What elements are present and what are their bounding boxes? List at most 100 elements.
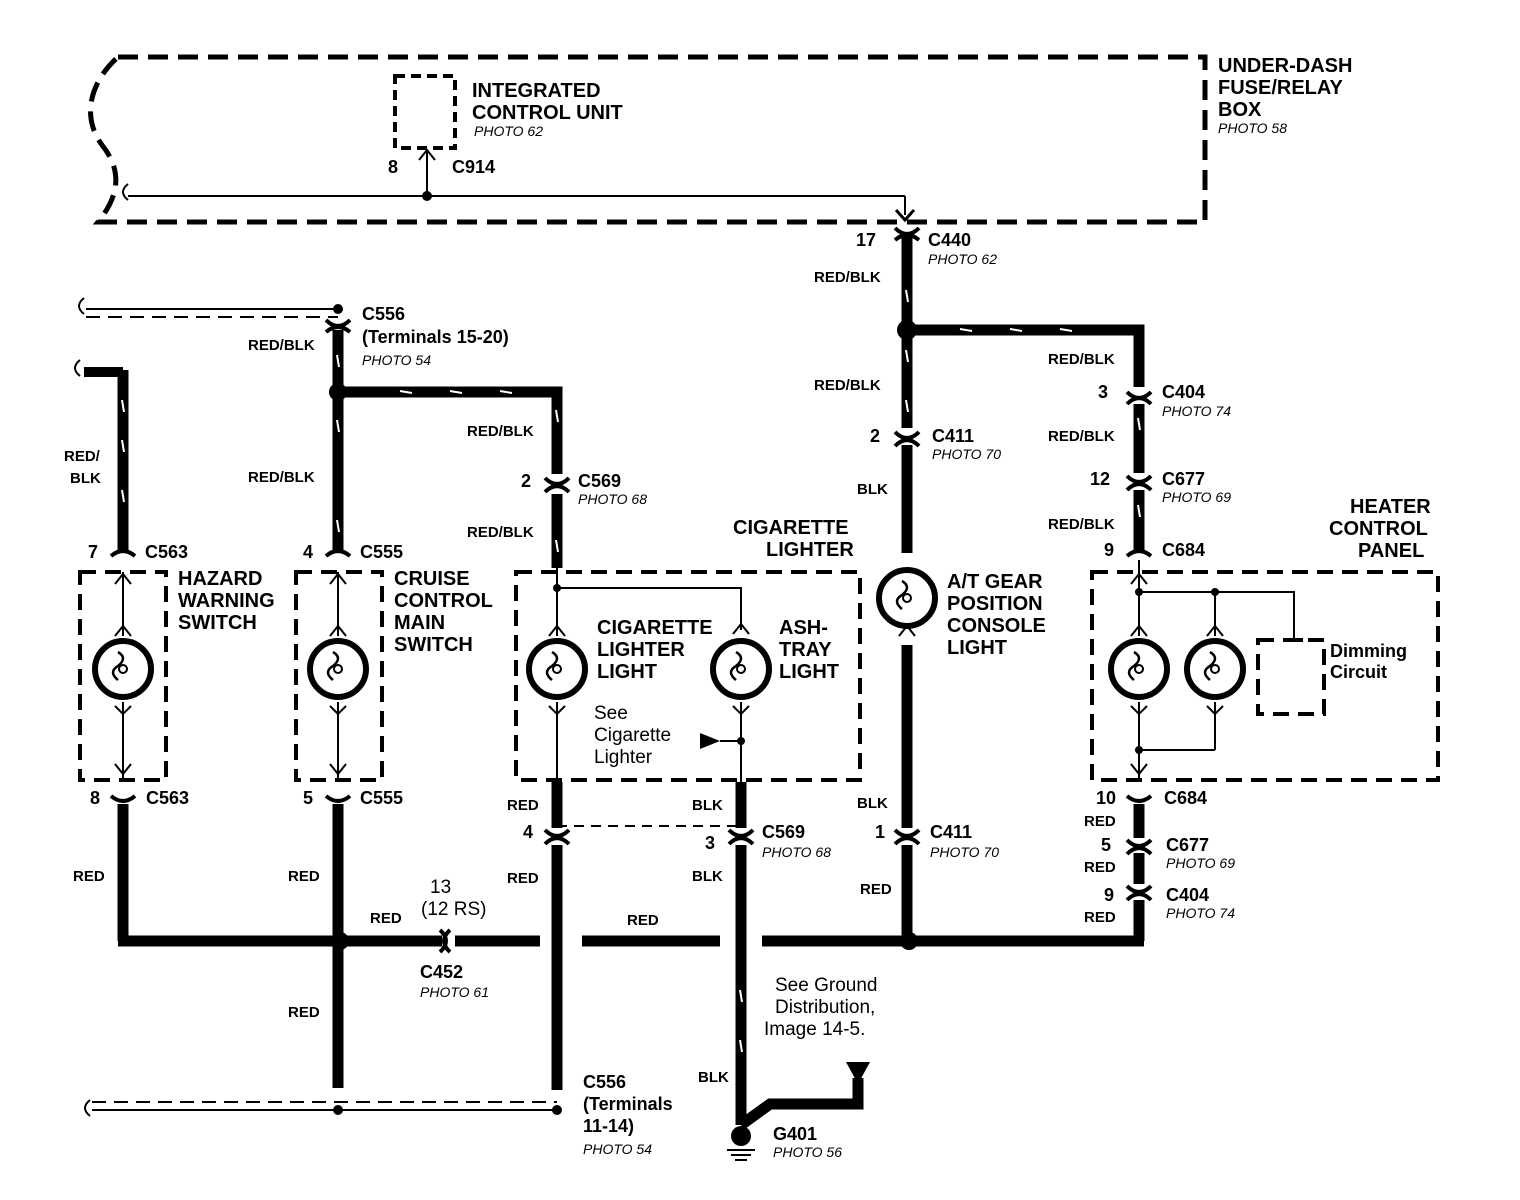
icu-photo: PHOTO 62 (474, 123, 543, 139)
wire-color-label: BLK (692, 797, 723, 814)
cig-light-label-1: CIGARETTE (597, 617, 713, 639)
see-cig-3: Lighter (594, 747, 653, 768)
dimming-label-1: Dimming (1330, 641, 1407, 661)
c440-photo: PHOTO 62 (928, 251, 997, 267)
wire-tracers (121, 289, 1141, 1053)
internal-splices (553, 584, 1219, 754)
c563-bot-pin: 8 (90, 788, 100, 808)
dimming-label-2: Circuit (1330, 662, 1387, 682)
wire-color-label: RED (1084, 859, 1116, 876)
fuse-box-photo: PHOTO 58 (1218, 120, 1287, 136)
hazard-label-2: WARNING (178, 590, 275, 612)
c677-bot-name: C677 (1166, 835, 1209, 855)
wire-color-label: RED/BLK (814, 269, 881, 286)
c452-photo: PHOTO 61 (420, 984, 489, 1000)
c677-bot-photo: PHOTO 69 (1166, 855, 1235, 871)
c684-bot-pin: 10 (1096, 788, 1116, 808)
ash-label-2: TRAY (779, 639, 832, 661)
c404-top-name: C404 (1162, 382, 1205, 402)
c411-bot-photo: PHOTO 70 (930, 844, 999, 860)
c556-bot-name: C556 (583, 1072, 626, 1092)
c452-name: C452 (420, 962, 463, 982)
cig-light-label-3: LIGHT (597, 661, 657, 683)
see-cig-1: See (594, 703, 628, 724)
cruise-bulb-icon (307, 638, 369, 700)
see-cig-2: Cigarette (594, 725, 671, 746)
c556-bot-splice-a (333, 1105, 343, 1115)
wire-color-label: RED (860, 881, 892, 898)
c404-top-photo: PHOTO 74 (1162, 403, 1231, 419)
cruise-label-3: MAIN (394, 612, 445, 634)
c677-top-pin: 12 (1090, 469, 1110, 489)
c556-bot-terminals-2: 11-14) (583, 1116, 634, 1136)
wire-color-label: RED (507, 797, 539, 814)
c677-top-photo: PHOTO 69 (1162, 489, 1231, 505)
cig-box-title-2: LIGHTER (766, 539, 854, 561)
cig-box-title-1: CIGARETTE (733, 517, 849, 539)
c677-top-name: C677 (1162, 469, 1205, 489)
wire-color-label: RED/ (64, 448, 101, 465)
bottom-thin-wires (84, 1099, 557, 1117)
wire-color-label: RED (627, 912, 659, 929)
wire-color-label: RED (507, 870, 539, 887)
icu-pin: 8 (388, 157, 398, 177)
wire-color-label: RED (1084, 909, 1116, 926)
c677-bot-pin: 5 (1101, 835, 1111, 855)
fuse-relay-box (88, 54, 1208, 225)
icu-title-2: CONTROL UNIT (472, 102, 623, 124)
at-label-4: LIGHT (947, 637, 1007, 659)
wire-color-label: RED/BLK (1048, 428, 1115, 445)
connector-glyphs (109, 226, 1153, 954)
ground-icon (727, 1062, 870, 1161)
c555-bot-pin: 5 (303, 788, 313, 808)
internal-wiring (114, 560, 1303, 782)
c563-bot-name: C563 (146, 788, 189, 808)
fuse-box-title-3: BOX (1218, 99, 1262, 121)
wire-color-label: BLK (698, 1069, 729, 1086)
heater-title-2: CONTROL (1329, 518, 1428, 540)
hazard-label-3: SWITCH (178, 612, 257, 634)
at-label-2: POSITION (947, 593, 1043, 615)
wire-color-label: RED (288, 868, 320, 885)
wire-color-label: RED/BLK (467, 423, 534, 440)
see-ground-3: Image 14-5. (764, 1019, 865, 1040)
c556-top-photo: PHOTO 54 (362, 352, 431, 368)
c404-bot-name: C404 (1166, 885, 1209, 905)
c556-top-terminals: (Terminals 15-20) (362, 327, 509, 347)
at-label-1: A/T GEAR (947, 571, 1043, 593)
wire-color-label: BLK (70, 470, 101, 487)
c556-top-splice (333, 304, 343, 314)
c569-top-pin: 2 (521, 471, 531, 491)
c404-bot-photo: PHOTO 74 (1166, 905, 1235, 921)
c556-top-name: C556 (362, 304, 405, 324)
wire-color-label: RED (370, 910, 402, 927)
cruise-label-1: CRUISE (394, 568, 470, 590)
wire-color-label: RED (288, 1004, 320, 1021)
c569-bot-a-pin: 4 (523, 822, 533, 842)
heater-bulb-1-icon (1108, 638, 1170, 700)
bulb-icons (92, 567, 1246, 700)
see-ground-2: Distribution, (775, 997, 875, 1018)
c404-bot-pin: 9 (1104, 885, 1114, 905)
c684-top-name: C684 (1162, 540, 1205, 560)
c411-top-pin: 2 (870, 426, 880, 446)
splice-points (329, 320, 918, 950)
cig-light-bulb-icon (526, 638, 588, 700)
wire-color-label: BLK (857, 481, 888, 498)
hazard-bulb-icon (92, 638, 154, 700)
c440-arrow (894, 208, 916, 223)
wire-color-label: RED/BLK (248, 469, 315, 486)
at-gear-bulb-icon (876, 567, 938, 629)
c404-top-pin: 3 (1098, 382, 1108, 402)
wire-color-label: RED/BLK (1048, 516, 1115, 533)
hazard-label-1: HAZARD (178, 568, 262, 590)
wire-color-label: RED/BLK (1048, 351, 1115, 368)
icu-title-1: INTEGRATED (472, 80, 601, 102)
heater-title-1: HEATER (1350, 496, 1431, 518)
ashtray-bulb-icon (710, 638, 772, 700)
icu-box (393, 74, 457, 150)
c569-bot-b-pin: 3 (705, 833, 715, 853)
c556-bot-splice-b (552, 1105, 562, 1115)
c563-top-pin: 7 (88, 542, 98, 562)
left-thin-wires (74, 297, 338, 377)
